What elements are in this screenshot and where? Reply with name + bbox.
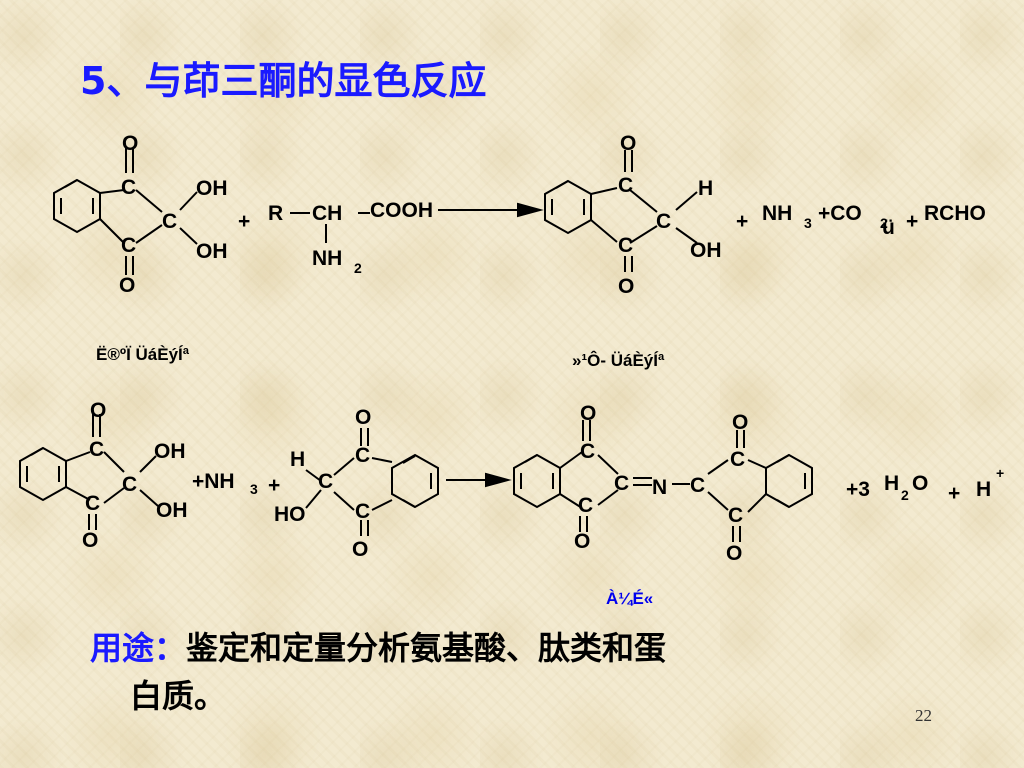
svg-text:C: C bbox=[162, 210, 177, 233]
svg-text:O: O bbox=[580, 402, 596, 425]
svg-text:+NH: +NH bbox=[192, 470, 235, 493]
reaction-arrow-1 bbox=[438, 202, 544, 218]
amino-acid-structure: R CH COOH NH 2 bbox=[268, 199, 433, 276]
caption-purple-product: À¼É« bbox=[606, 589, 653, 608]
svg-text:NH: NH bbox=[312, 247, 342, 270]
svg-text:C: C bbox=[618, 174, 633, 197]
svg-text:+: + bbox=[948, 482, 960, 505]
svg-text:+3: +3 bbox=[846, 478, 870, 501]
svg-text:+: + bbox=[736, 210, 748, 233]
svg-text:C: C bbox=[355, 444, 370, 467]
caption-ninhydrin-hydrate: Ë®ºÏ ÜáÈýÍª bbox=[96, 345, 190, 364]
svg-text:+: + bbox=[268, 474, 280, 497]
svg-text:C: C bbox=[121, 176, 136, 199]
svg-text:O: O bbox=[82, 529, 98, 552]
svg-text:C: C bbox=[580, 440, 595, 463]
svg-text:C: C bbox=[614, 472, 629, 495]
reaction-arrow-2 bbox=[446, 472, 512, 488]
svg-text:O: O bbox=[620, 132, 636, 155]
svg-text:O: O bbox=[355, 406, 371, 429]
svg-text:H: H bbox=[698, 177, 713, 200]
hydrindantin-structure-2: H HO C C C O O bbox=[274, 406, 439, 561]
reaction1-byproducts: + NH 3 +CO 2 ü + RCHO bbox=[736, 202, 986, 239]
svg-text:RCHO: RCHO bbox=[924, 202, 986, 225]
svg-text:O: O bbox=[90, 399, 106, 422]
svg-text:C: C bbox=[730, 448, 745, 471]
svg-text:C: C bbox=[121, 234, 136, 257]
svg-text:C: C bbox=[318, 470, 333, 493]
garbled-character: ü bbox=[882, 216, 895, 239]
svg-text:O: O bbox=[122, 132, 138, 155]
plus-sign: + bbox=[238, 210, 250, 233]
svg-text:3: 3 bbox=[250, 481, 258, 497]
svg-text:C: C bbox=[578, 494, 593, 517]
svg-text:+: + bbox=[906, 210, 918, 233]
svg-text:COOH: COOH bbox=[370, 199, 433, 222]
usage-line1: 鉴定和定量分析氨基酸、肽类和蛋 bbox=[186, 629, 667, 667]
svg-text:OH: OH bbox=[156, 499, 188, 522]
svg-text:C: C bbox=[89, 438, 104, 461]
svg-text:C: C bbox=[355, 500, 370, 523]
svg-text:OH: OH bbox=[690, 239, 722, 262]
svg-text:O: O bbox=[352, 538, 368, 561]
svg-text:3: 3 bbox=[804, 215, 812, 231]
svg-text:O: O bbox=[119, 274, 135, 297]
usage-text: 用途：鉴定和定量分析氨基酸、肽类和蛋 白质。 bbox=[90, 624, 950, 720]
svg-text:H: H bbox=[290, 448, 305, 471]
ruhemann-purple-structure: O C C C O N C C O C O bbox=[513, 402, 813, 565]
svg-text:+: + bbox=[996, 465, 1004, 481]
svg-text:C: C bbox=[85, 492, 100, 515]
svg-text:H: H bbox=[976, 478, 991, 501]
svg-text:C: C bbox=[618, 234, 633, 257]
ammonia-reagent: +NH 3 + bbox=[192, 470, 280, 497]
svg-text:HO: HO bbox=[274, 503, 306, 526]
svg-text:2: 2 bbox=[880, 215, 888, 231]
svg-text:OH: OH bbox=[196, 240, 228, 263]
svg-text:CH: CH bbox=[312, 202, 342, 225]
svg-text:NH: NH bbox=[762, 202, 792, 225]
svg-text:OH: OH bbox=[154, 440, 186, 463]
svg-text:C: C bbox=[122, 473, 137, 496]
slide-title: 5、与茚三酮的显色反应 bbox=[80, 59, 487, 103]
svg-text:2: 2 bbox=[901, 487, 909, 503]
svg-text:O: O bbox=[618, 275, 634, 298]
ninhydrin-structure-1: O C C C O OH OH bbox=[53, 132, 228, 297]
svg-text:C: C bbox=[728, 504, 743, 527]
svg-text:N: N bbox=[652, 476, 667, 499]
reaction2-byproducts: +3 H 2 O + H + bbox=[846, 465, 1004, 505]
svg-text:OH: OH bbox=[196, 177, 228, 200]
ninhydrin-structure-2: O C C C O OH OH bbox=[19, 399, 188, 552]
svg-text:2: 2 bbox=[354, 260, 362, 276]
usage-line2: 白质。 bbox=[130, 677, 227, 715]
svg-text:O: O bbox=[912, 472, 928, 495]
usage-label: 用途： bbox=[90, 629, 187, 667]
hydrindantin-structure-1: O C C C O H OH bbox=[544, 132, 722, 298]
svg-text:R: R bbox=[268, 202, 283, 225]
svg-text:C: C bbox=[690, 474, 705, 497]
caption-hydrindantin: »¹Ô- ÜáÈýÍª bbox=[572, 351, 665, 370]
svg-text:C: C bbox=[656, 210, 671, 233]
page-number: 22 bbox=[915, 706, 932, 725]
svg-text:O: O bbox=[732, 411, 748, 434]
svg-text:+CO: +CO bbox=[818, 202, 862, 225]
svg-text:O: O bbox=[574, 530, 590, 553]
svg-text:O: O bbox=[726, 542, 742, 565]
svg-text:H: H bbox=[884, 472, 899, 495]
